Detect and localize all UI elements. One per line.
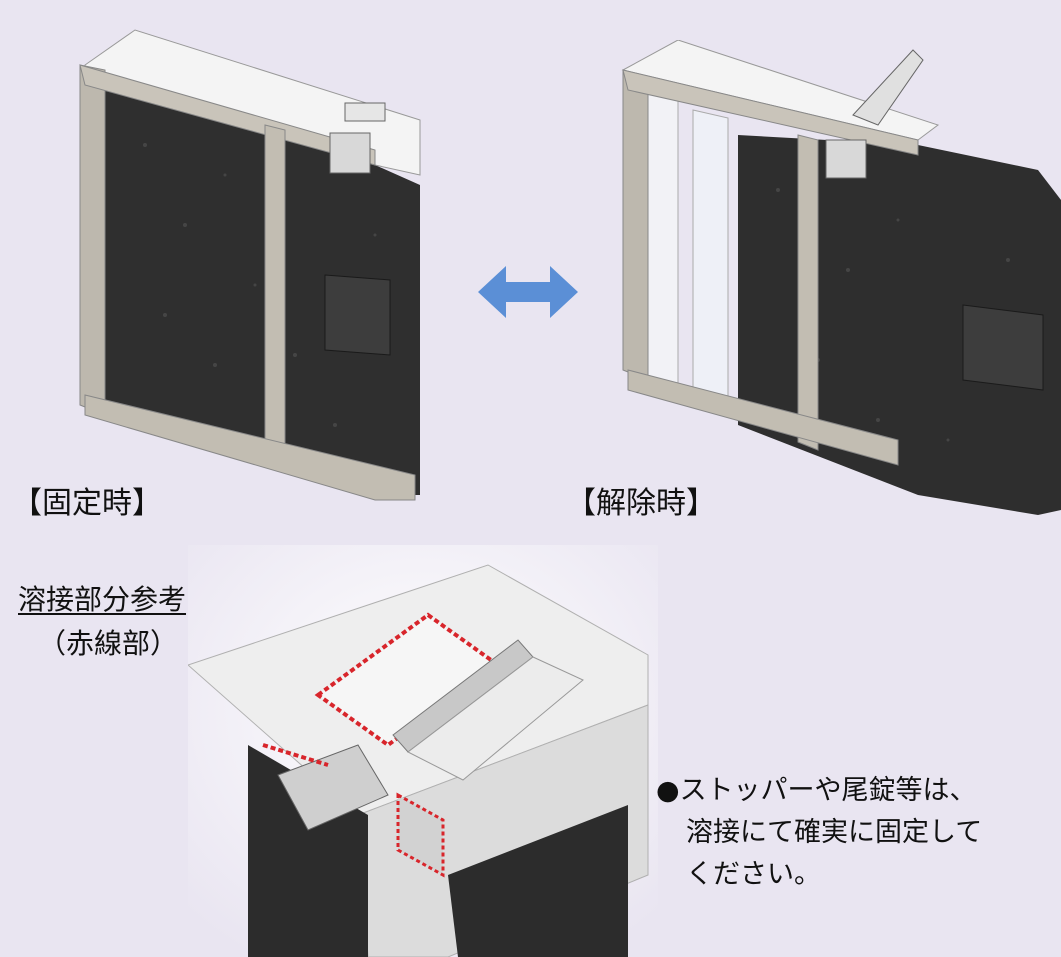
welding-reference-title: 溶接部分参考 xyxy=(18,583,187,616)
fixed-state-label: 【固定時】 xyxy=(12,486,162,521)
note-line-1: ストッパーや尾錠等は、 xyxy=(679,775,977,806)
released-state-illustration xyxy=(621,40,1061,515)
note-bullet: ● xyxy=(656,775,680,806)
welding-note: ●ストッパーや尾錠等は、 溶接にて確実に固定して ください。 xyxy=(656,770,982,896)
note-line-3: ください。 xyxy=(686,859,821,890)
fixed-state-illustration xyxy=(79,29,421,501)
welding-reference-subtitle: （赤線部） xyxy=(38,627,179,660)
double-arrow-icon xyxy=(478,266,578,318)
welding-closeup-illustration xyxy=(188,545,658,957)
note-line-2: 溶接にて確実に固定して xyxy=(686,817,983,848)
released-state-label: 【解除時】 xyxy=(566,486,716,521)
